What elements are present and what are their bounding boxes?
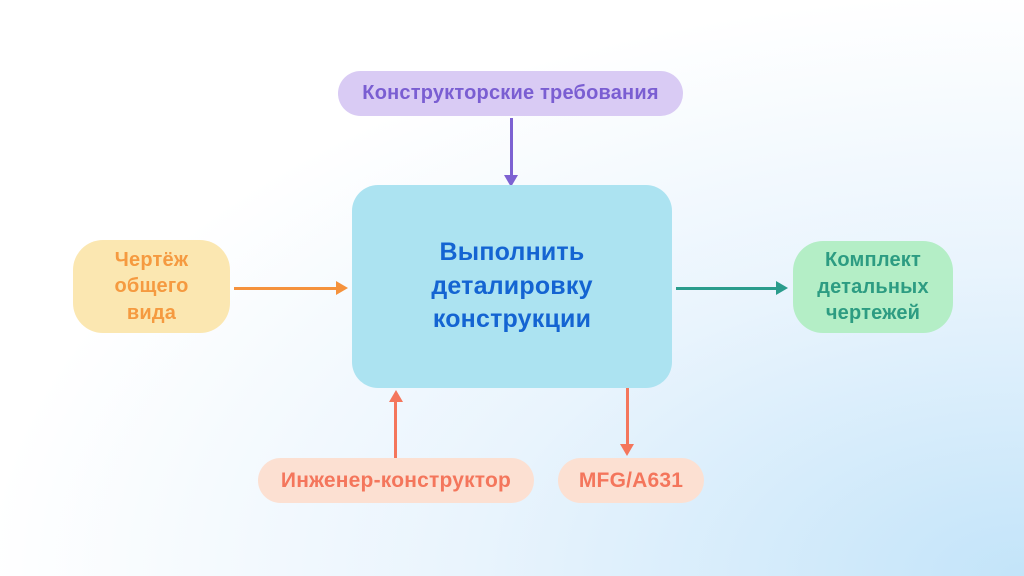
control-box: Конструкторские требования — [338, 71, 683, 116]
input-label: Чертёж общего вида — [114, 248, 189, 324]
call-arrow-shaft — [626, 388, 629, 445]
control-arrow-head — [504, 175, 518, 187]
mechanism-label: Инженер-конструктор — [280, 468, 512, 492]
output-box: Комплект детальных чертежей — [793, 241, 953, 333]
output-label: Комплект детальных чертежей — [817, 249, 929, 325]
input-arrow-head — [336, 281, 348, 295]
mechanism-arrow-head — [389, 390, 403, 402]
output-arrow-head — [776, 281, 788, 295]
input-arrow-shaft — [234, 287, 337, 290]
control-arrow-shaft — [510, 118, 513, 176]
call-label: MFG/A631 — [578, 468, 684, 492]
call-arrow-head — [620, 444, 634, 456]
activity-box: Выполнить деталировку конструкции — [352, 185, 672, 388]
control-label: Конструкторские требования — [362, 82, 659, 104]
mechanism-arrow-shaft — [394, 401, 397, 458]
activity-label: Выполнить деталировку конструкции — [431, 238, 593, 334]
call-box: MFG/A631 — [558, 458, 704, 503]
mechanism-box: Инженер-конструктор — [258, 458, 534, 503]
output-arrow-shaft — [676, 287, 777, 290]
input-box: Чертёж общего вида — [73, 240, 230, 333]
